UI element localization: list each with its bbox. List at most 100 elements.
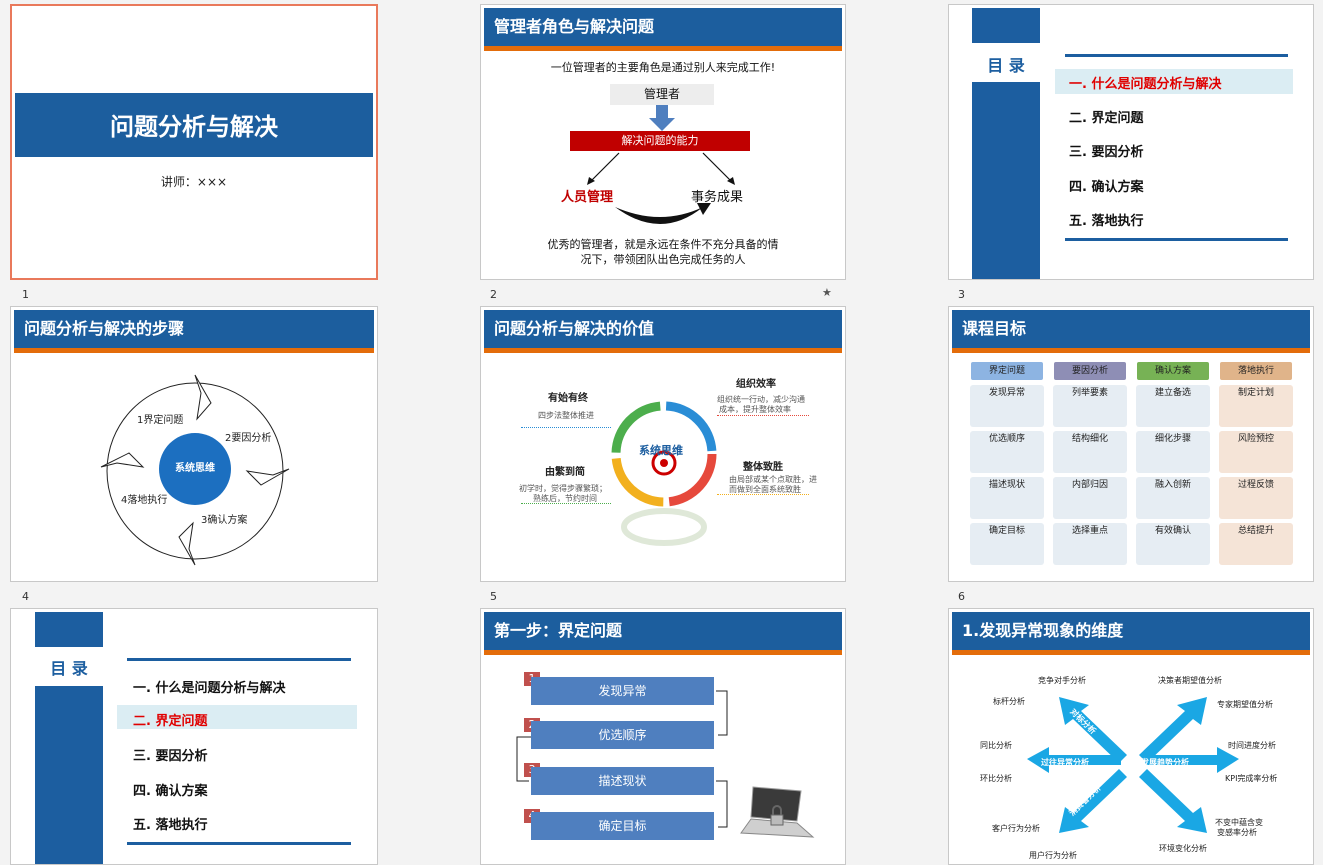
connector-line bbox=[521, 503, 611, 504]
toc-heading: 目 录 bbox=[987, 56, 1025, 75]
slide-number: 6 bbox=[958, 590, 965, 603]
slide-number: 3 bbox=[958, 288, 965, 301]
toc-bottom-rule bbox=[127, 842, 351, 845]
toc-heading: 目 录 bbox=[50, 659, 88, 678]
slide-title: 管理者角色与解决问题 bbox=[484, 8, 842, 51]
slide-thumbnail-7[interactable]: 目 录 一. 什么是问题分析与解决 二. 界定问题 三. 要因分析 四. 确认方… bbox=[10, 608, 378, 865]
toc-item[interactable]: 一. 什么是问题分析与解决 bbox=[133, 681, 286, 696]
arrow-label: 发展趋势分析 bbox=[1141, 758, 1189, 767]
connector-line bbox=[717, 415, 809, 416]
dimension-label: 同比分析 bbox=[980, 741, 1012, 750]
value-desc: 组织统一行动，减少沟通 bbox=[717, 395, 805, 404]
toc-item[interactable]: 二. 界定问题 bbox=[1069, 111, 1144, 126]
value-desc: 成本，提升整体效率 bbox=[719, 405, 791, 414]
toc-sidebar-top bbox=[35, 612, 103, 647]
results-label: 事务成果 bbox=[691, 190, 744, 205]
step-box: 发现异常 bbox=[531, 677, 714, 705]
value-desc: 四步法整体推进 bbox=[538, 411, 594, 420]
slide-thumbnail-5[interactable]: 问题分析与解决的价值 系统思维 有始有终 四步法整体推进 组织效率 组织统一行动… bbox=[480, 306, 846, 582]
slide-number: 4 bbox=[22, 590, 29, 603]
value-title: 由繁到简 bbox=[545, 467, 585, 478]
title-band bbox=[15, 93, 373, 157]
dimension-label: 竞争对手分析 bbox=[1038, 676, 1086, 685]
cycle-diagram bbox=[100, 374, 290, 566]
slide-thumbnail-2[interactable]: 管理者角色与解决问题 一位管理者的主要角色是通过别人来完成工作! 管理者 解决问… bbox=[480, 4, 846, 280]
dimension-label: 环境变化分析 bbox=[1159, 844, 1207, 853]
goal-cell: 制定计划 bbox=[1219, 385, 1293, 427]
goal-cell: 发现异常 bbox=[970, 385, 1044, 427]
dimension-label: 时间进度分析 bbox=[1228, 741, 1276, 750]
branch-lines bbox=[587, 152, 735, 185]
cycle-arrow-icon bbox=[615, 203, 711, 224]
conclusion-line-2: 况下，带领团队出色完成任务的人 bbox=[580, 253, 746, 266]
people-label: 人员管理 bbox=[561, 190, 614, 205]
down-arrow-icon bbox=[649, 105, 675, 131]
star-icon: ★ bbox=[822, 286, 832, 299]
step-label: 1界定问题 bbox=[137, 415, 184, 426]
dimension-label: 标杆分析 bbox=[993, 697, 1025, 706]
value-center-label: 系统思维 bbox=[639, 444, 683, 457]
slide-thumbnail-8[interactable]: 第一步：界定问题 1 发现异常 2 优选顺序 3 描述现状 4 确定目标 bbox=[480, 608, 846, 865]
slide-title: 问题分析与解决的价值 bbox=[484, 310, 842, 353]
toc-highlight bbox=[1055, 69, 1293, 94]
goal-cell: 细化步骤 bbox=[1136, 431, 1210, 473]
goal-cell: 描述现状 bbox=[970, 477, 1044, 519]
value-desc: 熟练后，节约时间 bbox=[533, 494, 597, 503]
toc-item[interactable]: 四. 确认方案 bbox=[133, 784, 208, 799]
manager-box: 管理者 bbox=[610, 84, 714, 105]
slide-title: 问题分析与解决 bbox=[110, 113, 278, 141]
slide-number: 5 bbox=[490, 590, 497, 603]
slide-thumbnail-4[interactable]: 问题分析与解决的步骤 系统思维 1界定问题 2要因分析 3确认方案 4落地执行 bbox=[10, 306, 378, 582]
value-ring bbox=[611, 401, 717, 546]
toc-top-rule bbox=[127, 658, 351, 661]
conclusion-line-1: 优秀的管理者，就是永远在条件不充分具备的情 bbox=[547, 238, 779, 251]
slide-thumbnail-3[interactable]: 目 录 一. 什么是问题分析与解决 二. 界定问题 三. 要因分析 四. 确认方… bbox=[948, 4, 1314, 280]
toc-item[interactable]: 五. 落地执行 bbox=[1069, 214, 1144, 229]
slide-thumbnail-9[interactable]: 1.发现异常现象的维度 对标分析 决策者分析 过往异常分析 发展趋势分析 消费者… bbox=[948, 608, 1314, 865]
goal-cell: 选择重点 bbox=[1053, 523, 1127, 565]
value-title: 组织效率 bbox=[736, 379, 776, 390]
value-desc: 初学时，觉得步骤繁琐； bbox=[519, 484, 607, 493]
slide-title: 第一步：界定问题 bbox=[484, 612, 842, 655]
laptop-lock-icon bbox=[740, 786, 815, 838]
goal-cell: 确定目标 bbox=[970, 523, 1044, 565]
ability-bar: 解决问题的能力 bbox=[570, 131, 750, 151]
goal-cell: 融入创新 bbox=[1136, 477, 1210, 519]
step-box: 确定目标 bbox=[531, 812, 714, 840]
toc-item[interactable]: 四. 确认方案 bbox=[1069, 180, 1144, 195]
dimension-label: 变感率分析 bbox=[1217, 828, 1257, 837]
step-label: 2要因分析 bbox=[225, 433, 272, 444]
toc-item[interactable]: 三. 要因分析 bbox=[1069, 145, 1144, 160]
dimension-label: 用户行为分析 bbox=[1029, 851, 1077, 860]
step-box: 描述现状 bbox=[531, 767, 714, 795]
slide-number: 1 bbox=[22, 288, 29, 301]
cycle-center-label: 系统思维 bbox=[175, 463, 215, 474]
value-title: 有始有终 bbox=[548, 393, 588, 404]
toc-top-rule bbox=[1065, 54, 1288, 57]
toc-sidebar-bottom bbox=[972, 82, 1040, 279]
step-label: 3确认方案 bbox=[201, 515, 248, 526]
goal-header: 界定问题 bbox=[971, 362, 1043, 380]
goal-cell: 过程反馈 bbox=[1219, 477, 1293, 519]
slide-thumbnail-6[interactable]: 课程目标 界定问题 要因分析 确认方案 落地执行 发现异常 列举要素 建立备选 … bbox=[948, 306, 1314, 582]
slide-title: 课程目标 bbox=[952, 310, 1310, 353]
dimension-label: 环比分析 bbox=[980, 774, 1012, 783]
toc-sidebar-top bbox=[972, 8, 1040, 43]
goal-cell: 建立备选 bbox=[1136, 385, 1210, 427]
toc-item[interactable]: 三. 要因分析 bbox=[133, 749, 208, 764]
dimension-label: KPI完成率分析 bbox=[1225, 774, 1278, 783]
goal-cell: 有效确认 bbox=[1136, 523, 1210, 565]
value-desc: 由局部或某个点取胜，进 bbox=[729, 475, 817, 484]
intro-text: 一位管理者的主要角色是通过别人来完成工作! bbox=[550, 61, 776, 74]
toc-item[interactable]: 五. 落地执行 bbox=[133, 818, 208, 833]
slide-title: 1.发现异常现象的维度 bbox=[952, 612, 1310, 655]
value-desc: 而做到全面系统致胜 bbox=[729, 485, 801, 494]
step-connectors bbox=[516, 690, 728, 828]
goal-cell: 内部归因 bbox=[1053, 477, 1127, 519]
goal-cell: 风险预控 bbox=[1219, 431, 1293, 473]
step-label: 4落地执行 bbox=[121, 495, 168, 506]
slide-thumbnail-1[interactable]: 问题分析与解决 讲师：××× bbox=[10, 4, 378, 280]
value-title: 整体致胜 bbox=[743, 462, 783, 473]
toc-item[interactable]: 二. 界定问题 bbox=[133, 714, 208, 729]
toc-item[interactable]: 一. 什么是问题分析与解决 bbox=[1069, 77, 1222, 92]
